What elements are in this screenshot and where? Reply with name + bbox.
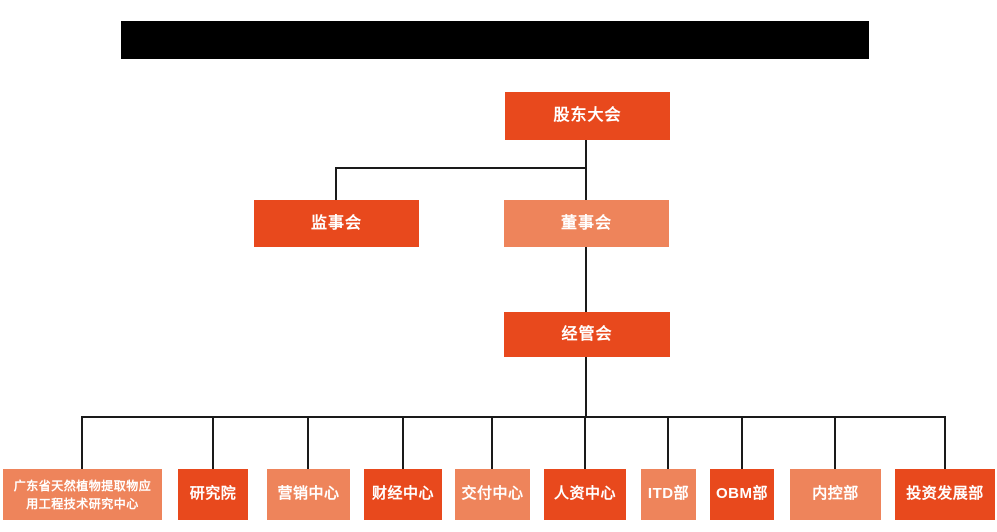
connector <box>307 417 309 469</box>
connector <box>335 167 587 169</box>
connector <box>741 417 743 469</box>
connector <box>585 140 587 200</box>
org-node-board-of-supervisors: 监事会 <box>254 200 419 247</box>
org-node-delivery-center: 交付中心 <box>455 469 530 520</box>
org-node-shareholders-meeting: 股东大会 <box>505 92 670 140</box>
org-node-hr-center: 人资中心 <box>544 469 626 520</box>
connector <box>212 417 214 469</box>
connector <box>585 357 587 417</box>
org-node-marketing-center: 营销中心 <box>267 469 350 520</box>
connector <box>402 417 404 469</box>
org-node-itd-department: ITD部 <box>641 469 696 520</box>
org-node-research-center: 广东省天然植物提取物应用工程技术研究中心 <box>3 469 162 520</box>
connector <box>584 417 586 469</box>
connector <box>81 416 946 418</box>
org-node-investment-development-department: 投资发展部 <box>895 469 995 520</box>
redacted-title-bar <box>121 21 869 59</box>
org-node-management-committee: 经管会 <box>504 312 670 357</box>
connector <box>585 247 587 312</box>
connector <box>834 417 836 469</box>
connector <box>81 417 83 469</box>
org-node-obm-department: OBM部 <box>710 469 774 520</box>
connector <box>667 417 669 469</box>
org-node-finance-center: 财经中心 <box>364 469 442 520</box>
connector <box>491 417 493 469</box>
connector <box>335 167 337 200</box>
connector <box>944 417 946 469</box>
org-node-research-institute: 研究院 <box>178 469 248 520</box>
org-node-board-of-directors: 董事会 <box>504 200 669 247</box>
org-node-label: 广东省天然植物提取物应用工程技术研究中心 <box>13 478 152 511</box>
org-node-internal-control-department: 内控部 <box>790 469 881 520</box>
